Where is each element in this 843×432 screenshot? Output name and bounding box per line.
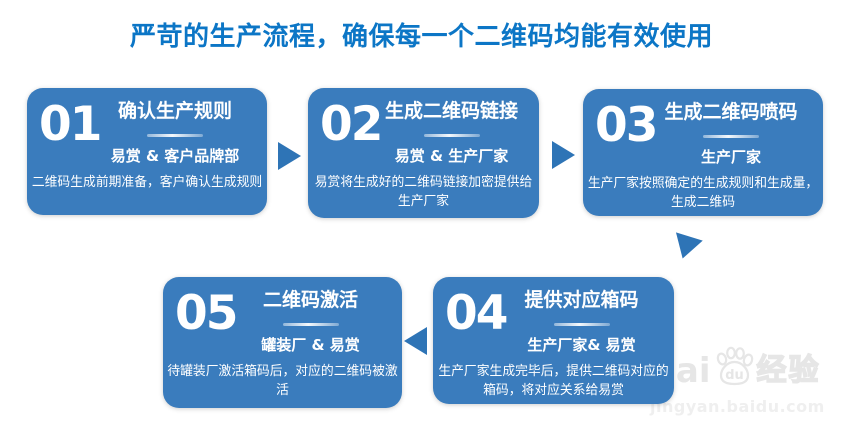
watermark-url: jingyan.baidu.com [650, 397, 825, 416]
watermark-brand-right: 经验 [756, 353, 821, 388]
baidu-jingyan-watermark: Bai du 经验 jingyan.baidu.com [650, 346, 825, 416]
step-number: 01 [39, 97, 102, 152]
step-title: 生成二维码喷码 [664, 101, 798, 123]
step-title: 生成二维码链接 [384, 100, 518, 122]
step-title: 确认生产规则 [117, 100, 232, 122]
step-description: 生产厂家按照确定的生成规则和生成量，生成二维码 [587, 175, 819, 211]
step-number: 05 [175, 286, 238, 341]
step-card-04: 04 提供对应箱码 生产厂家& 易赏 生产厂家生成完毕后，提供二维码对应的箱码，… [433, 277, 674, 404]
step-subtitle: 易赏 & 生产厂家 [394, 146, 509, 165]
step-card-01: 01 确认生产规则 易赏 & 客户品牌部 二维码生成前期准备，客户确认生成规则 [27, 88, 267, 215]
step-title: 二维码激活 [262, 289, 358, 311]
arrow-down-icon [669, 232, 703, 263]
step-subtitle: 生产厂家 [700, 147, 761, 166]
watermark-paw-text: du [725, 368, 744, 383]
step-description: 生产厂家生成完毕后，提供二维码对应的箱码，将对应关系给易赏 [438, 363, 669, 399]
step-subtitle: 易赏 & 客户品牌部 [110, 146, 240, 165]
step-description: 待罐装厂激活箱码后，对应的二维码被激活 [167, 363, 398, 399]
step-subtitle: 罐装厂 & 易赏 [261, 335, 360, 354]
baidu-paw-icon: du [713, 346, 755, 392]
step-card-02: 02 生成二维码链接 易赏 & 生产厂家 易赏将生成好的二维码链接加密提供给生产… [308, 88, 539, 218]
step-card-03: 03 生成二维码喷码 生产厂家 生产厂家按照确定的生成规则和生成量，生成二维码 [583, 89, 823, 216]
step-number: 03 [595, 98, 658, 153]
step-card-05: 05 二维码激活 罐装厂 & 易赏 待罐装厂激活箱码后，对应的二维码被激活 [163, 277, 402, 408]
divider-line [282, 322, 339, 326]
divider-line [703, 134, 759, 138]
step-number: 04 [445, 286, 508, 341]
arrow-right-icon [552, 141, 575, 169]
step-description: 二维码生成前期准备，客户确认生成规则 [31, 174, 263, 190]
divider-line [553, 322, 610, 326]
step-number: 02 [320, 97, 383, 152]
divider-line [423, 133, 480, 137]
arrow-right-icon [278, 142, 301, 170]
step-subtitle: 生产厂家& 易赏 [527, 335, 636, 354]
arrow-left-icon [404, 327, 427, 355]
step-description: 易赏将生成好的二维码链接加密提供给生产厂家 [314, 174, 533, 210]
divider-line [147, 133, 203, 137]
step-title: 提供对应箱码 [524, 289, 639, 311]
page-title: 严苛的生产流程，确保每一个二维码均能有效使用 [129, 22, 713, 52]
